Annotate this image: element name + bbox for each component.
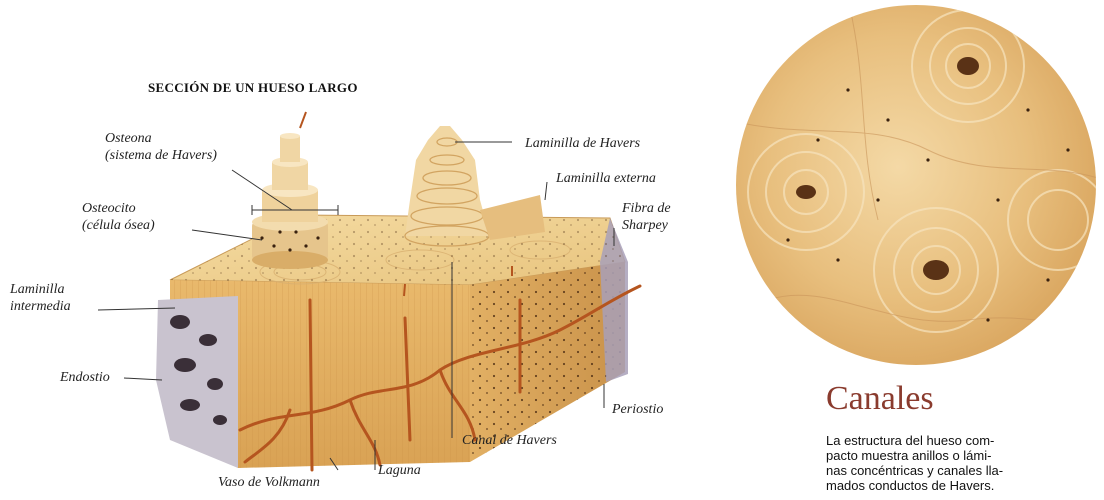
- osteon-tower: [252, 133, 328, 269]
- micrograph-image: [728, 0, 1104, 380]
- label-laminilla-intermedia-line2: intermedia: [10, 298, 71, 315]
- label-osteona: Osteona (sistema de Havers): [105, 130, 217, 164]
- label-laminilla-intermedia: Laminilla intermedia: [10, 281, 71, 315]
- sidebar-heading: Canales: [826, 380, 934, 418]
- label-laminilla-externa: Laminilla externa: [556, 170, 656, 187]
- label-laminilla-havers: Laminilla de Havers: [525, 135, 640, 152]
- label-laguna: Laguna: [378, 462, 421, 479]
- caption-line: pacto muestra anillos o lámi-: [826, 448, 1066, 463]
- bone-section-illustration: [0, 0, 720, 500]
- label-osteocito: Osteocito (célula ósea): [82, 200, 155, 234]
- label-endostio: Endostio: [60, 369, 110, 386]
- label-laminilla-intermedia-line1: Laminilla: [10, 281, 71, 298]
- caption-line: nas concéntricas y canales lla-: [826, 463, 1066, 478]
- spongy-bone: [156, 296, 238, 468]
- label-vaso-volkmann: Vaso de Volkmann: [218, 474, 320, 491]
- havers-lamella-tower: [405, 126, 545, 246]
- sidebar-caption: La estructura del hueso com- pacto muest…: [826, 433, 1066, 493]
- label-osteocito-line2: (célula ósea): [82, 217, 155, 234]
- label-canal-havers: Canal de Havers: [462, 432, 557, 449]
- label-osteona-line1: Osteona: [105, 130, 217, 147]
- caption-line: La estructura del hueso com-: [826, 433, 1066, 448]
- label-osteocito-line1: Osteocito: [82, 200, 155, 217]
- label-osteona-line2: (sistema de Havers): [105, 147, 217, 164]
- label-fibra-sharpey-line2: Sharpey: [622, 217, 671, 234]
- label-periostio: Periostio: [612, 401, 663, 418]
- caption-line: mados conductos de Havers.: [826, 478, 1066, 493]
- label-fibra-sharpey: Fibra de Sharpey: [622, 200, 671, 234]
- label-fibra-sharpey-line1: Fibra de: [622, 200, 671, 217]
